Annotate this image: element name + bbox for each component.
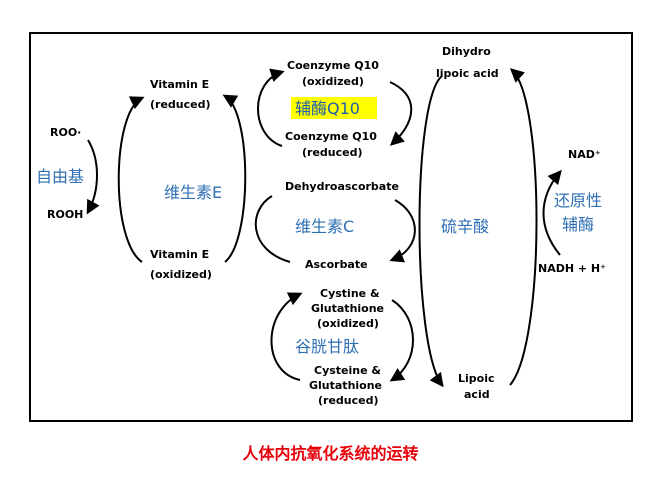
glutathione-oxidized-state: (oxidized)	[317, 317, 379, 330]
vitamin-e-reduced-state: (reduced)	[150, 98, 211, 111]
vitamin-c-right-arc	[389, 199, 416, 263]
vitamin-e-oxidized-label: Vitamin E	[150, 248, 209, 261]
ascorbate-label: Ascorbate	[305, 258, 368, 271]
glutathione-left-arc	[270, 292, 303, 381]
nad-label: NAD⁺	[568, 148, 601, 161]
lipoic-acid-cn-label: 硫辛酸	[441, 217, 489, 236]
lipoic-left-arc	[418, 75, 444, 388]
cystine-label: Cystine &	[320, 287, 380, 300]
nadh-label: NADH + H⁺	[538, 262, 606, 275]
lipoic-acid-label: acid	[464, 388, 490, 401]
glutathione-reduced-state: (reduced)	[318, 394, 379, 407]
figure-caption: 人体内抗氧化系统的运转	[242, 444, 419, 463]
coq10-oxidized-label: Coenzyme Q10	[287, 59, 379, 72]
coq10-highlight	[291, 97, 377, 119]
dehydroascorbate-label: Dehydroascorbate	[285, 180, 399, 193]
nadh-arc	[542, 169, 562, 256]
dihydrolipoic-acid-label: lipoic acid	[436, 67, 499, 80]
coq10-oxidized-state: (oxidized)	[302, 75, 364, 88]
vitamin-e-oxidized-state: (oxidized)	[150, 268, 212, 281]
free-radical-arc	[86, 139, 100, 215]
vitamin-c-cn-label: 维生素C	[295, 217, 354, 236]
dihydro-label: Dihydro	[442, 45, 491, 58]
coenzyme-cn-label: 辅酶	[562, 215, 594, 234]
coq10-right-arc	[389, 81, 413, 146]
coq10-cn-label: 辅酶Q10	[295, 99, 360, 118]
roo-label: ROO·	[50, 126, 81, 139]
cysteine-label: Cysteine &	[314, 364, 381, 377]
vitamin-e-right-arc	[222, 94, 247, 263]
vitamin-c-left-arc	[254, 195, 291, 263]
glutathione-cn-label: 谷胱甘肽	[295, 337, 359, 356]
coq10-reduced-label: Coenzyme Q10	[285, 130, 377, 143]
glutathione-right-arc	[389, 299, 414, 382]
rooh-label: ROOH	[47, 208, 83, 221]
free-radical-cn-label: 自由基	[36, 167, 84, 186]
vitamin-e-cn-label: 维生素E	[164, 183, 222, 202]
lipoic-right-arc	[509, 68, 538, 386]
coq10-left-arc	[257, 68, 285, 147]
coq10-reduced-state: (reduced)	[302, 146, 363, 159]
vitamin-e-reduced-label: Vitamin E	[150, 78, 209, 91]
vitamin-e-left-arc	[117, 96, 145, 263]
reduced-coenzyme-cn-label: 还原性	[554, 191, 602, 210]
glutathione-reduced-label: Glutathione	[309, 379, 382, 392]
lipoic-label: Lipoic	[458, 372, 495, 385]
glutathione-oxidized-label: Glutathione	[311, 302, 384, 315]
